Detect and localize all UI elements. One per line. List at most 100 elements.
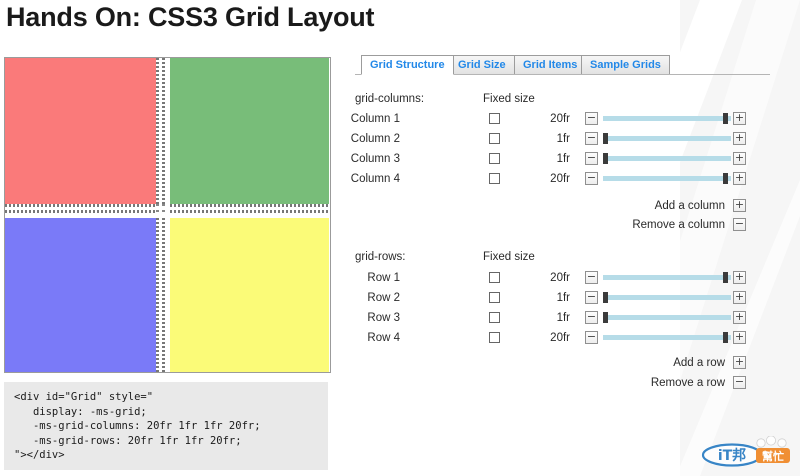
- fixed-size-checkbox-column-1[interactable]: [489, 113, 500, 124]
- grid-gutter-h-1: [5, 207, 156, 210]
- grid-rows-fixed-size-header: Fixed size: [483, 251, 535, 263]
- tab-grid-size[interactable]: Grid Size: [449, 55, 515, 74]
- grid-line-cross-3: [156, 210, 159, 213]
- remove-a-column-label: Remove a column: [632, 219, 725, 231]
- slider-increment-icon-column-4[interactable]: +: [733, 171, 746, 185]
- grid-columns-fixed-size-header: Fixed size: [483, 93, 535, 105]
- grid-gutter-h-2: [170, 207, 329, 210]
- page-title: Hands On: CSS3 Grid Layout: [6, 2, 375, 32]
- slider-track-column-2[interactable]: [603, 136, 731, 141]
- slider-thumb-column-4[interactable]: [723, 173, 728, 184]
- slider-increment-icon-row-2[interactable]: +: [733, 290, 746, 304]
- value-column-3: 1fr: [556, 153, 570, 165]
- tab-grid-items[interactable]: Grid Items: [514, 55, 587, 74]
- slider-decrement-icon-column-4[interactable]: −: [585, 171, 598, 185]
- slider-track-row-4[interactable]: [603, 335, 731, 340]
- slider-row-3[interactable]: − +: [585, 310, 746, 325]
- grid-line-vertical-1: [156, 58, 159, 204]
- slider-track-column-1[interactable]: [603, 116, 731, 121]
- grid-gutter-v-1: [159, 58, 162, 204]
- slider-increment-icon-column-3[interactable]: +: [733, 151, 746, 165]
- row-label-row-1: Row 1: [367, 272, 400, 284]
- grid-cell-green: [170, 58, 329, 204]
- slider-decrement-icon-column-2[interactable]: −: [585, 131, 598, 145]
- slider-track-column-4[interactable]: [603, 176, 731, 181]
- add-a-row-button[interactable]: +: [733, 355, 746, 369]
- grid-line-vertical-4: [162, 218, 165, 372]
- grid-gutter-v-2: [165, 58, 170, 204]
- grid-gutter-cross-c: [162, 207, 165, 210]
- value-row-3: 1fr: [556, 312, 570, 324]
- slider-increment-icon-row-1[interactable]: +: [733, 270, 746, 284]
- slider-thumb-row-3[interactable]: [603, 312, 608, 323]
- slider-track-row-2[interactable]: [603, 295, 731, 300]
- slider-thumb-row-1[interactable]: [723, 272, 728, 283]
- slider-row-4[interactable]: − +: [585, 330, 746, 345]
- slider-decrement-icon-column-3[interactable]: −: [585, 151, 598, 165]
- fixed-size-checkbox-row-3[interactable]: [489, 312, 500, 323]
- tab-sample-grids[interactable]: Sample Grids: [581, 55, 670, 74]
- grid-line-vertical-3: [156, 218, 159, 372]
- grid-gutter-x-3: [159, 210, 162, 213]
- row-label-column-3: Column 3: [350, 153, 400, 165]
- slider-increment-icon-row-4[interactable]: +: [733, 330, 746, 344]
- fixed-size-checkbox-row-4[interactable]: [489, 332, 500, 343]
- add-a-column-button[interactable]: +: [733, 198, 746, 212]
- value-row-1: 20fr: [550, 272, 570, 284]
- watermark-primary-text: iT邦: [718, 447, 746, 464]
- grid-gutter-v-3: [159, 218, 162, 372]
- slider-track-row-3[interactable]: [603, 315, 731, 320]
- slider-row-2[interactable]: − +: [585, 290, 746, 305]
- slider-column-2[interactable]: − +: [585, 131, 746, 146]
- slider-thumb-column-1[interactable]: [723, 113, 728, 124]
- slider-column-3[interactable]: − +: [585, 151, 746, 166]
- grid-gutter-cross-h: [165, 213, 170, 218]
- slider-thumb-row-4[interactable]: [723, 332, 728, 343]
- grid-line-horizontal-2: [170, 204, 329, 207]
- slider-decrement-icon-column-1[interactable]: −: [585, 111, 598, 125]
- site-watermark-logo: iT邦 幫忙: [701, 436, 790, 467]
- fixed-size-checkbox-column-2[interactable]: [489, 133, 500, 144]
- grid-preview: [4, 57, 331, 373]
- add-a-row-label: Add a row: [673, 357, 725, 369]
- add-a-column-label: Add a column: [654, 200, 725, 212]
- slider-increment-icon-column-2[interactable]: +: [733, 131, 746, 145]
- slider-decrement-icon-row-4[interactable]: −: [585, 330, 598, 344]
- grid-gutter-cross-g: [162, 213, 165, 218]
- tab-grid-items-label: Grid Items: [523, 59, 578, 71]
- remove-a-row-button[interactable]: −: [733, 375, 746, 389]
- slider-thumb-column-3[interactable]: [603, 153, 608, 164]
- slider-track-column-3[interactable]: [603, 156, 731, 161]
- fixed-size-checkbox-column-3[interactable]: [489, 153, 500, 164]
- slider-decrement-icon-row-2[interactable]: −: [585, 290, 598, 304]
- value-row-2: 1fr: [556, 292, 570, 304]
- remove-a-column-button[interactable]: −: [733, 217, 746, 231]
- grid-gutter-h-3: [5, 213, 156, 218]
- fixed-size-checkbox-column-4[interactable]: [489, 173, 500, 184]
- slider-decrement-icon-row-3[interactable]: −: [585, 310, 598, 324]
- grid-line-vertical-2: [162, 58, 165, 204]
- slider-row-1[interactable]: − +: [585, 270, 746, 285]
- grid-gutter-h-4: [170, 213, 329, 218]
- tab-grid-structure[interactable]: Grid Structure: [361, 55, 454, 75]
- fixed-size-checkbox-row-2[interactable]: [489, 292, 500, 303]
- grid-gutter-cross-f: [159, 213, 162, 218]
- grid-cell-blue: [5, 218, 156, 372]
- grid-gutter-x-4: [165, 210, 170, 213]
- tab-sample-grids-label: Sample Grids: [590, 59, 661, 71]
- fixed-size-checkbox-row-1[interactable]: [489, 272, 500, 283]
- slider-increment-icon-column-1[interactable]: +: [733, 111, 746, 125]
- grid-gutter-cross-e: [156, 213, 159, 218]
- slider-thumb-row-2[interactable]: [603, 292, 608, 303]
- grid-line-horizontal-4: [170, 210, 329, 213]
- row-label-row-2: Row 2: [367, 292, 400, 304]
- slider-decrement-icon-row-1[interactable]: −: [585, 270, 598, 284]
- slider-thumb-column-2[interactable]: [603, 133, 608, 144]
- slider-increment-icon-row-3[interactable]: +: [733, 310, 746, 324]
- slider-track-row-1[interactable]: [603, 275, 731, 280]
- grid-columns-section-label: grid-columns:: [355, 93, 425, 105]
- slider-column-4[interactable]: − +: [585, 171, 746, 186]
- grid-cell-red: [5, 58, 156, 204]
- slider-column-1[interactable]: − +: [585, 111, 746, 126]
- row-label-row-4: Row 4: [367, 332, 400, 344]
